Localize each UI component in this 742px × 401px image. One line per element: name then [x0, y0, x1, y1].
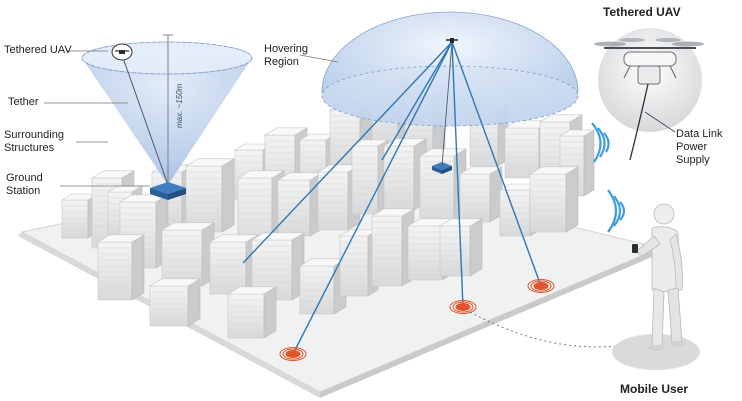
tethered-uav-title: Tethered UAV [603, 5, 681, 19]
tethered-uav-label: Tethered UAV [4, 44, 72, 56]
building [458, 166, 504, 223]
building [208, 234, 260, 295]
user-markers [279, 279, 555, 361]
mobile-user-figure [612, 203, 700, 370]
ground-station-icon [150, 182, 186, 200]
hovering-region-label: Hovering Region [264, 43, 309, 68]
building [184, 158, 236, 233]
dome-tether-line [441, 41, 453, 167]
building [276, 172, 324, 237]
ground-station-label: Ground Station [6, 172, 43, 197]
user-marker [279, 347, 307, 361]
tether-label: Tether [8, 96, 39, 108]
data-link-cable [629, 83, 649, 161]
building [226, 286, 278, 339]
uav-detail-inset [594, 28, 704, 161]
link-line [242, 41, 453, 264]
link-line [451, 41, 542, 287]
signal-waves-icon [591, 122, 610, 163]
building [528, 166, 580, 233]
quadcopter-icon [594, 38, 704, 85]
building [96, 234, 146, 301]
uav-icon [111, 43, 133, 61]
building [250, 232, 306, 301]
tether-line [121, 54, 169, 186]
hovering-uav-icon [446, 38, 458, 43]
user-marker [449, 300, 477, 314]
communication-links [242, 41, 542, 355]
mobile-signal-waves-icon [607, 189, 626, 233]
link-line [381, 41, 453, 161]
building [160, 222, 216, 287]
building [438, 218, 484, 277]
mobile-user-label: Mobile User [620, 382, 689, 396]
label-leader-lines [44, 50, 339, 187]
surrounding-structures-label: Surrounding Structures [4, 129, 64, 154]
max-height-label: max. ~150m [175, 83, 184, 128]
building [148, 278, 202, 327]
link-line [292, 41, 453, 355]
surrounding-structures [60, 73, 596, 339]
link-line [451, 41, 464, 308]
data-link-label: Data Link Power Supply [676, 128, 723, 166]
user-marker [527, 279, 555, 293]
building [298, 258, 348, 315]
